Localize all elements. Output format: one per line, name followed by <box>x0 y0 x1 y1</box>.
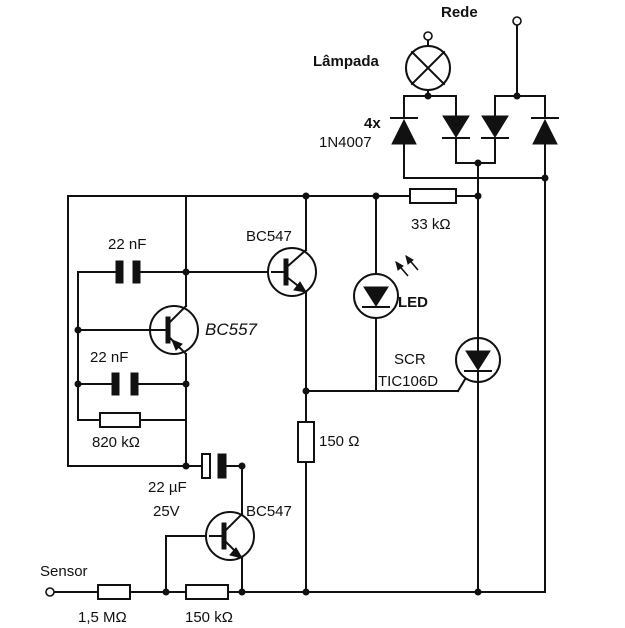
label-scr: SCR <box>394 351 426 368</box>
label-c-22nf-top: 22 nF <box>108 236 146 253</box>
label-r-820k: 820 kΩ <box>92 434 140 451</box>
sensor-terminal <box>45 587 55 597</box>
lamp-icon <box>405 45 451 91</box>
label-c-22uf-value: 22 µF <box>148 479 187 496</box>
scr-icon <box>455 337 501 383</box>
wires <box>53 24 546 593</box>
bridge-diode-2 <box>442 115 470 139</box>
label-sensor: Sensor <box>40 563 88 580</box>
bridge-diode-3 <box>481 115 509 139</box>
label-led: LED <box>398 294 428 311</box>
bridge-diode-1 <box>390 117 418 145</box>
label-r-33k: 33 kΩ <box>411 216 451 233</box>
label-q-pnp: BC557 <box>205 320 258 339</box>
bridge-diode-4 <box>531 117 559 145</box>
label-scr-part: TIC106D <box>378 373 438 390</box>
label-diodes-count: 4x <box>364 115 381 132</box>
transistor-bc547-bottom <box>205 511 255 561</box>
transistor-bc557 <box>149 304 199 356</box>
label-r-150: 150 Ω <box>319 433 359 450</box>
transistor-bc547-top <box>267 247 317 297</box>
terminals <box>45 16 522 597</box>
label-c-22uf-voltage: 25V <box>153 503 180 520</box>
label-c-22nf-mid: 22 nF <box>90 349 128 366</box>
mains-terminal-right <box>512 16 522 26</box>
resistor-820k <box>99 412 141 428</box>
label-r-150k: 150 kΩ <box>185 609 233 626</box>
resistor-150-ohm <box>297 421 315 463</box>
labels: Rede Lâmpada 4x 1N4007 33 kΩ 22 nF BC547… <box>40 4 478 626</box>
capacitor-22uf <box>201 453 227 479</box>
led-icon <box>353 254 419 319</box>
capacitor-22nf-mid <box>111 372 139 396</box>
resistor-1m5 <box>97 584 131 600</box>
mains-terminal-left <box>423 31 433 41</box>
label-rede: Rede <box>441 4 478 21</box>
resistor-33k <box>409 188 457 204</box>
label-r-1m5: 1,5 MΩ <box>78 609 127 626</box>
junction-dots <box>74 92 549 596</box>
label-diodes-part: 1N4007 <box>319 134 372 151</box>
label-q-bottom-npn: BC547 <box>246 503 292 520</box>
resistor-150k <box>185 584 229 600</box>
label-q-top-npn: BC547 <box>246 228 292 245</box>
label-lampada: Lâmpada <box>313 53 380 70</box>
capacitor-22nf-top <box>115 260 141 284</box>
